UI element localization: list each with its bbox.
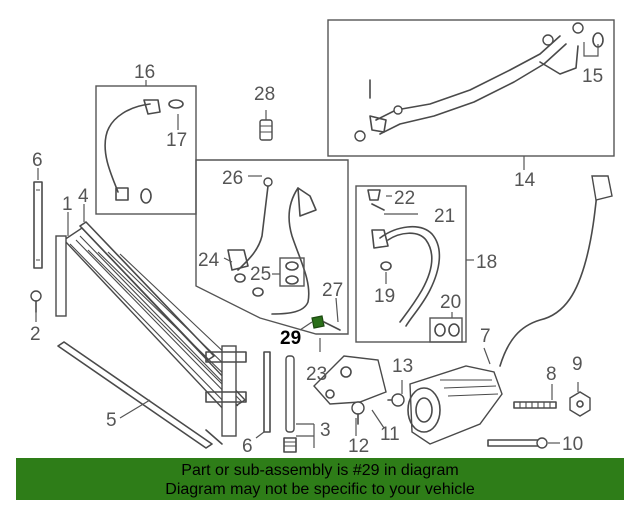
- callout-7: 7: [480, 326, 491, 347]
- callout-21: 21: [434, 206, 455, 227]
- callout-5: 5: [106, 410, 117, 431]
- callout-15: 15: [582, 66, 603, 87]
- callout-29-highlighted: 29: [280, 328, 301, 349]
- receiver-drier-part: [283, 355, 297, 453]
- banner-line-part-number: Part or sub-assembly is #29 in diagram: [181, 462, 459, 479]
- callout-11: 11: [380, 424, 400, 445]
- callout-1: 1: [62, 194, 73, 215]
- hose-18: [367, 189, 463, 343]
- callout-6-left: 6: [32, 150, 43, 171]
- callout-25: 25: [250, 264, 271, 285]
- parts-diagram: 1 2 3 4 5 6 6 7 8 9 10 11 12 13 14 15 16…: [30, 19, 615, 457]
- hose-23: [227, 177, 317, 315]
- compressor-bracket-part: [313, 355, 387, 405]
- info-banner: Part or sub-assembly is #29 in diagram D…: [16, 458, 624, 500]
- bracket-seal-4: [79, 221, 215, 361]
- sensor-29: [311, 315, 341, 331]
- callout-10: 10: [562, 434, 583, 455]
- bolt-10: [487, 437, 548, 449]
- side-seal-part: [33, 181, 43, 269]
- hose-14: [354, 22, 604, 142]
- callout-26: 26: [222, 168, 243, 189]
- callout-8: 8: [546, 364, 557, 385]
- bolt-13: [387, 393, 405, 407]
- leader-lines: [35, 42, 599, 448]
- hose-16: [104, 99, 184, 204]
- callout-2: 2: [30, 324, 41, 345]
- callout-4: 4: [78, 186, 89, 207]
- callout-27: 27: [322, 280, 343, 301]
- callout-6-bottom: 6: [242, 436, 253, 457]
- banner-line-disclaimer: Diagram may not be specific to your vehi…: [165, 481, 475, 498]
- grommet-28: [259, 119, 273, 141]
- callout-22: 22: [394, 188, 415, 209]
- bolt-12: [351, 401, 365, 425]
- callout-9: 9: [572, 354, 583, 375]
- harness-7: [499, 175, 613, 367]
- callout-12: 12: [348, 436, 369, 457]
- callout-17: 17: [166, 130, 187, 151]
- callout-28: 28: [254, 84, 275, 105]
- callout-13: 13: [392, 356, 413, 377]
- callout-18: 18: [476, 252, 497, 273]
- group-box-14: [327, 19, 615, 157]
- callout-20: 20: [440, 292, 461, 313]
- side-seal-6b: [263, 351, 271, 433]
- callout-3: 3: [320, 420, 331, 441]
- bolt-2: [30, 290, 42, 313]
- condenser-part: [55, 227, 247, 445]
- group-box-18: [355, 185, 467, 343]
- callout-24: 24: [198, 250, 220, 271]
- stud-8: [513, 401, 557, 409]
- callout-19: 19: [374, 286, 395, 307]
- callout-14: 14: [514, 170, 536, 191]
- compressor-part: [407, 365, 503, 445]
- callout-16: 16: [134, 62, 155, 83]
- seal-strip-5: [57, 341, 213, 449]
- callout-23: 23: [306, 364, 327, 385]
- group-box-23: [195, 159, 349, 335]
- nut-9: [569, 391, 591, 417]
